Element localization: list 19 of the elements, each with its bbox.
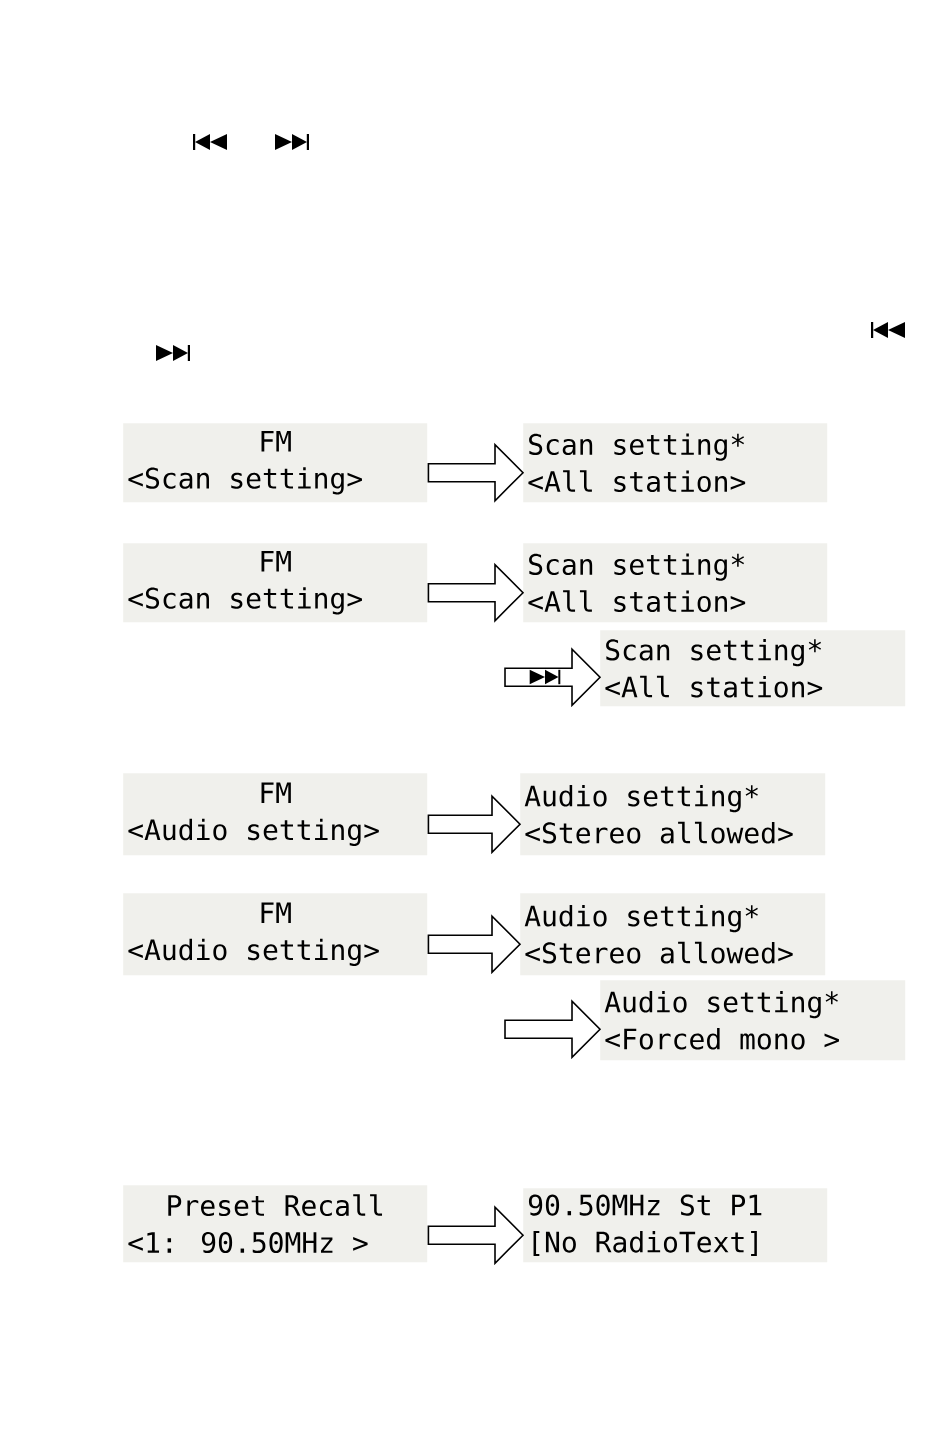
lcd-screen: Audio setting* <Stereo allowed> xyxy=(520,893,826,976)
block-arrow xyxy=(504,999,602,1060)
block-arrow xyxy=(427,1205,525,1266)
lcd-screen: Scan setting* <All station> xyxy=(600,630,906,707)
block-arrow xyxy=(427,562,525,623)
block-arrow xyxy=(427,914,522,975)
lcd-screen: FM <Audio setting> xyxy=(123,773,428,856)
block-arrow xyxy=(427,794,522,855)
lcd-screen: 90.50MHz St P1 [No RadioText] xyxy=(523,1188,828,1263)
lcd-screen: FM <Scan setting> xyxy=(123,423,428,503)
block-arrow xyxy=(427,442,525,503)
lcd-screen: FM <Scan setting> xyxy=(123,543,428,623)
lcd-screen: Scan setting* <All station> xyxy=(523,543,828,623)
lcd-screen: Scan setting* <All station> xyxy=(523,423,828,503)
lcd-screen: Preset Recall <1: 90.50MHz > xyxy=(123,1185,428,1263)
block-arrow xyxy=(504,647,602,708)
lcd-screen: Audio setting* <Forced mono > xyxy=(600,980,906,1061)
lcd-screen: FM <Audio setting> xyxy=(123,893,428,976)
lcd-screen: Audio setting* <Stereo allowed> xyxy=(520,773,826,856)
